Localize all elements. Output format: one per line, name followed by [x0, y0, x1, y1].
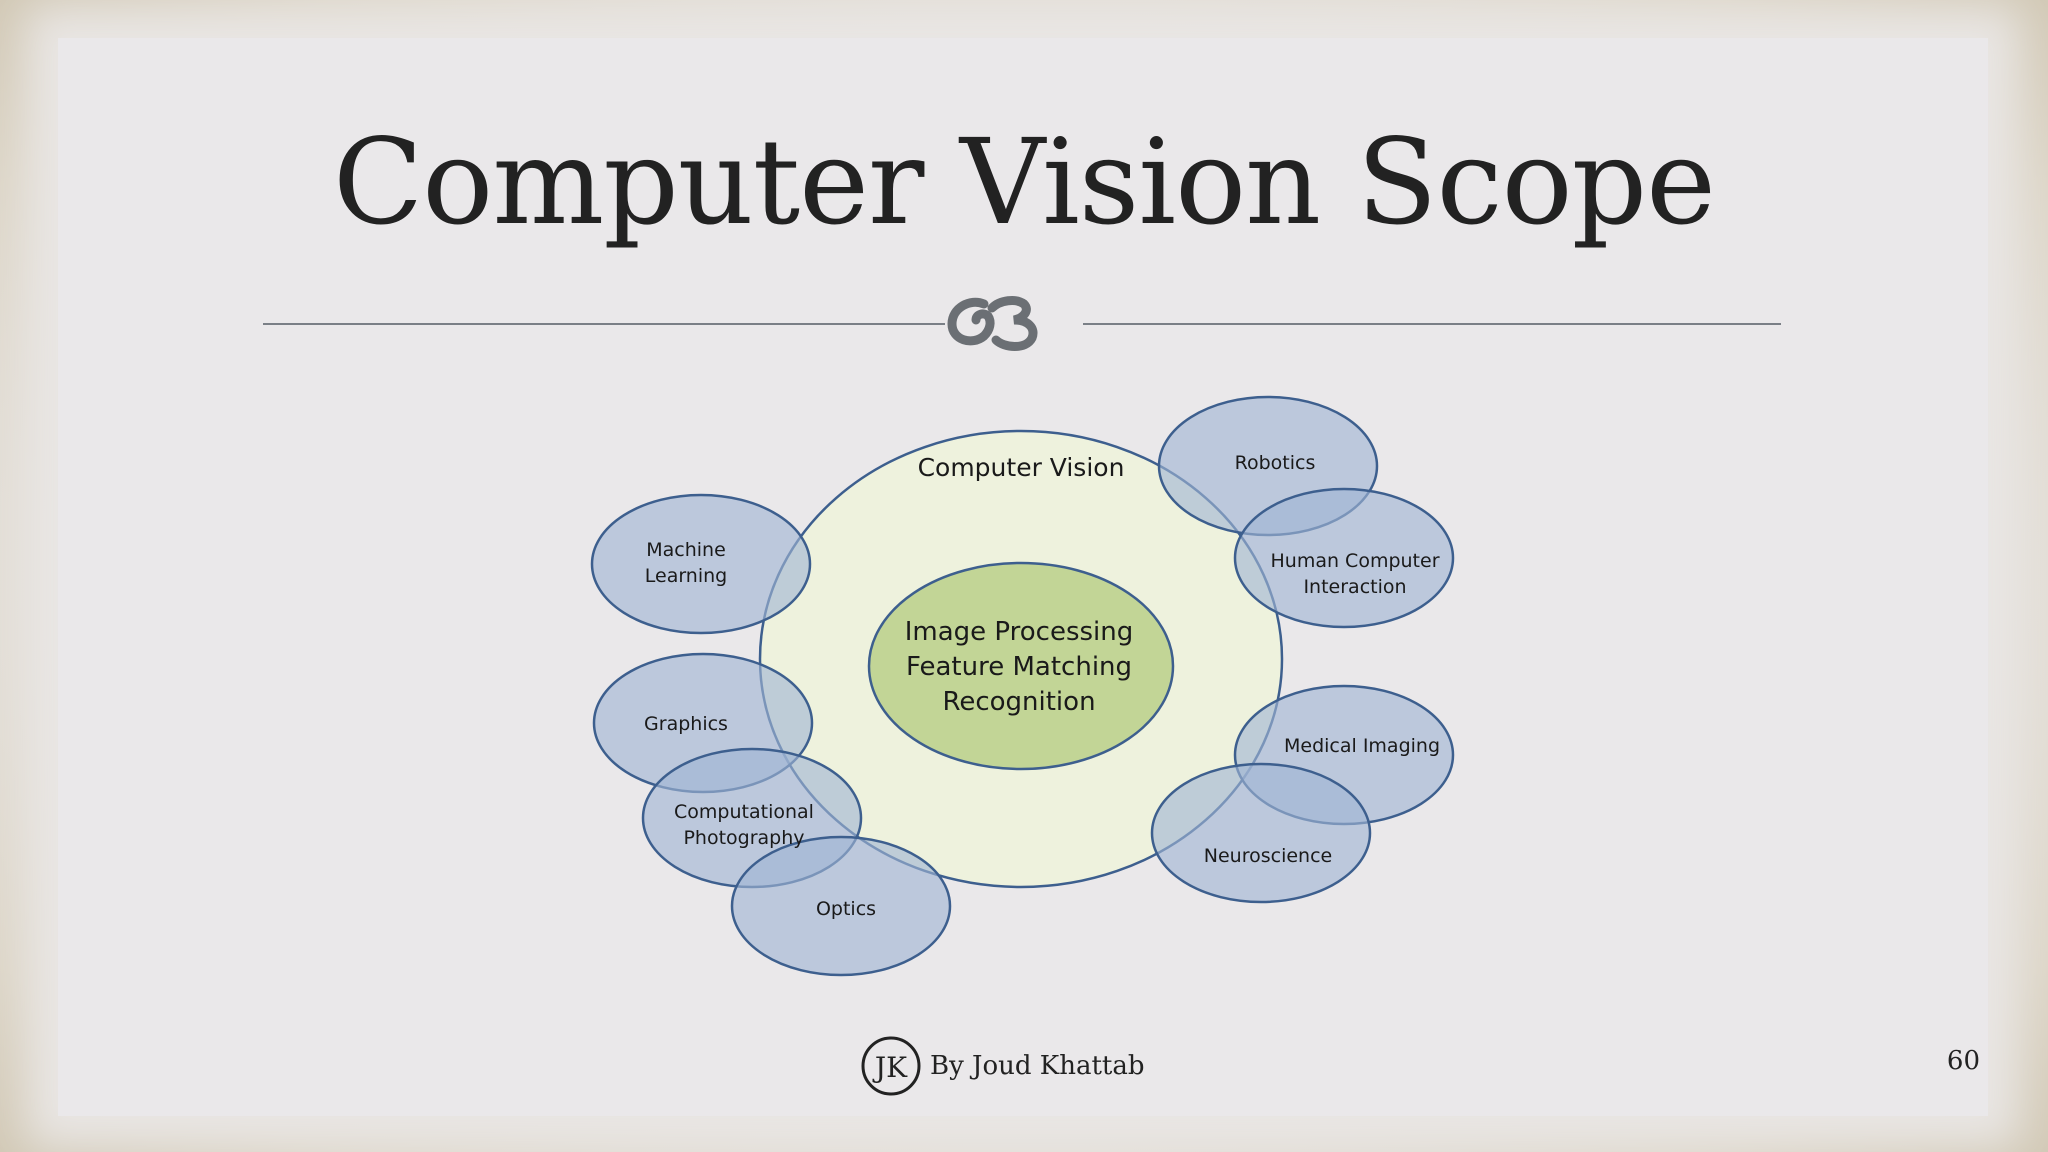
core-ellipse [867, 561, 1175, 771]
page-number: 60 [1946, 1046, 1980, 1076]
neuroscience-bubble [1150, 762, 1372, 904]
core-label-line-2: Feature Matching [906, 652, 1132, 682]
author-logo-text: JK [872, 1051, 908, 1084]
machine-learning-label-line-2: Learning [645, 565, 728, 587]
author-credit: By Joud Khattab [930, 1051, 1145, 1081]
robotics-label: Robotics [1235, 452, 1316, 474]
computational-photography-label-line-1: Computational [674, 801, 814, 823]
hci-label-line-1: Human Computer [1270, 550, 1439, 572]
title-divider-left [263, 323, 945, 325]
optics-bubble [730, 835, 952, 977]
core-label-line-1: Image Processing [905, 617, 1134, 647]
core-label-line-3: Recognition [942, 687, 1095, 717]
slide-footer: JK By Joud Khattab [860, 1032, 1145, 1100]
hci-label-line-2: Interaction [1303, 576, 1406, 598]
flourish-ornament-icon [947, 296, 1038, 351]
hci-bubble [1233, 487, 1455, 629]
slide-title: Computer Vision Scope [333, 113, 1716, 251]
title-divider-right [1083, 323, 1781, 325]
neuroscience-label: Neuroscience [1204, 845, 1332, 867]
author-logo-icon: JK [861, 1036, 921, 1096]
medical-imaging-label: Medical Imaging [1284, 735, 1440, 757]
optics-label: Optics [816, 898, 876, 920]
graphics-label: Graphics [644, 713, 728, 735]
computational-photography-label-line-2: Photography [683, 827, 804, 849]
machine-learning-label-line-1: Machine [646, 539, 726, 561]
machine-learning-bubble [590, 493, 812, 635]
computer-vision-label: Computer Vision [918, 453, 1125, 482]
